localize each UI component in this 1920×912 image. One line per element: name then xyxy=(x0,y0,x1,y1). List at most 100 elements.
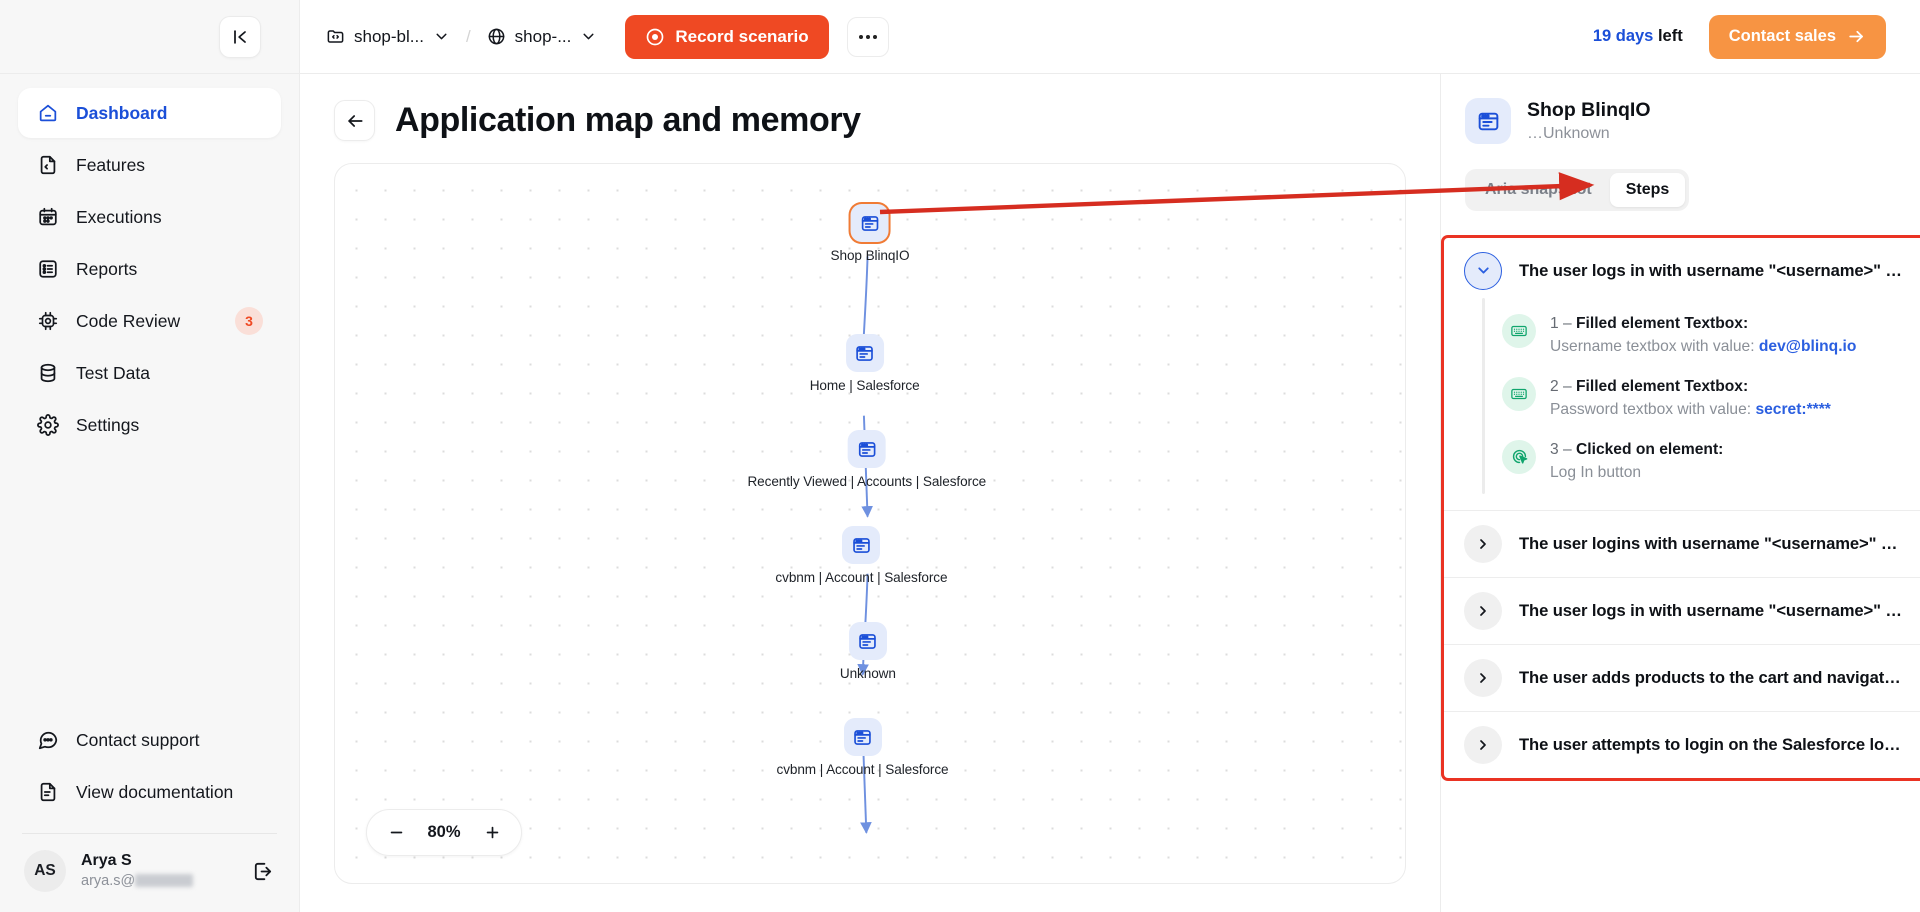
node-label: Unknown xyxy=(839,666,896,681)
step-text: 2 – Filled element Textbox: Password tex… xyxy=(1550,375,1903,422)
calendar-icon xyxy=(36,206,59,229)
step-detail-line: Username textbox with value: dev@blinq.i… xyxy=(1550,335,1903,358)
zoom-control[interactable]: 80% xyxy=(366,809,522,856)
map-node-cvbnm-account-1[interactable]: cvbnm | Account | Salesforce xyxy=(775,526,948,585)
step-value: secret:**** xyxy=(1755,401,1831,419)
scenario-rail xyxy=(1482,297,1485,495)
scenario-steps-list: The user logs in with username "<usernam… xyxy=(1441,234,1920,782)
chevron-right-icon[interactable] xyxy=(1464,525,1502,564)
step-row: 3 – Clicked on element: Log In button xyxy=(1444,430,1920,493)
sidebar-item-code-review[interactable]: Code Review 3 xyxy=(18,296,281,346)
zoom-out-button[interactable] xyxy=(386,823,406,843)
user-meta: Arya S arya.s@ xyxy=(81,850,234,891)
more-options-button[interactable] xyxy=(846,16,889,57)
step-action-line: 3 – Clicked on element: xyxy=(1550,438,1903,461)
back-button[interactable] xyxy=(334,100,375,141)
sidebar-item-reports[interactable]: Reports xyxy=(18,244,281,294)
chevron-down-icon[interactable] xyxy=(580,28,597,45)
map-node-shop-blinqio[interactable]: Shop BlinqIO xyxy=(831,204,910,263)
breadcrumb-environment[interactable]: shop-... xyxy=(487,27,598,47)
sidebar-item-features[interactable]: Features xyxy=(18,140,281,190)
status-badge: 3 xyxy=(235,307,263,335)
scenario-title: The user logins with username "<username… xyxy=(1519,534,1905,554)
details-panel-title: Shop BlinqIO xyxy=(1527,99,1651,121)
browser-window-icon xyxy=(1465,98,1511,145)
document-icon xyxy=(36,781,59,804)
browser-window-icon xyxy=(861,215,879,231)
chevron-down-icon[interactable] xyxy=(1464,251,1502,290)
scenario-header[interactable]: The user attempts to login on the Salesf… xyxy=(1444,712,1920,778)
trial-suffix: left xyxy=(1657,27,1683,45)
node-box xyxy=(847,430,886,468)
scenario-item: The user logs in with username "<usernam… xyxy=(1444,238,1920,512)
chevron-down-icon[interactable] xyxy=(433,28,450,45)
details-panel-tabs: Aria snapshot Steps xyxy=(1465,168,1690,211)
node-label: Shop BlinqIO xyxy=(830,248,910,263)
page-header: Application map and memory xyxy=(334,100,1406,141)
node-label: cvbnm | Account | Salesforce xyxy=(775,570,948,585)
record-scenario-button[interactable]: Record scenario xyxy=(625,14,829,59)
scenario-header[interactable]: The user logs in with username "<usernam… xyxy=(1444,578,1920,644)
contact-sales-button[interactable]: Contact sales xyxy=(1708,14,1886,59)
scenario-title: The user logs in with username "<usernam… xyxy=(1519,260,1902,280)
scenario-header[interactable]: The user logs in with username "<usernam… xyxy=(1444,238,1920,304)
map-node-home-salesforce[interactable]: Home | Salesforce xyxy=(810,334,920,393)
step-number: 1 – xyxy=(1550,314,1572,332)
browser-window-icon xyxy=(854,729,871,745)
collapse-sidebar-button[interactable] xyxy=(219,15,261,58)
click-target-icon xyxy=(1502,439,1536,474)
map-node-cvbnm-account-2[interactable]: cvbnm | Account | Salesforce xyxy=(776,718,949,777)
ellipsis-icon xyxy=(865,34,870,39)
user-profile-row[interactable]: AS Arya S arya.s@ xyxy=(0,834,299,912)
tab-steps[interactable]: Steps xyxy=(1609,172,1686,207)
tab-aria-snapshot[interactable]: Aria snapshot xyxy=(1485,180,1592,198)
collapse-sidebar-icon xyxy=(234,29,246,44)
gear-icon xyxy=(36,414,59,437)
home-icon xyxy=(36,102,59,125)
chevron-right-icon[interactable] xyxy=(1464,592,1502,631)
sidebar-item-label: View documentation xyxy=(76,781,234,802)
chevron-right-icon[interactable] xyxy=(1464,726,1502,765)
step-action-line: 1 – Filled element Textbox: xyxy=(1550,312,1903,335)
sidebar-item-label: Reports xyxy=(76,258,138,279)
top-bar: shop-bl... / shop-... Record scenario xyxy=(0,0,1920,74)
scenario-body: 1 – Filled element Textbox: Username tex… xyxy=(1444,297,1920,510)
node-box xyxy=(848,622,887,660)
contact-sales-label: Contact sales xyxy=(1728,27,1836,45)
scenario-title: The user attempts to login on the Salesf… xyxy=(1519,735,1901,755)
details-panel-subtitle: …Unknown xyxy=(1527,125,1610,143)
sidebar-item-dashboard[interactable]: Dashboard xyxy=(18,88,281,138)
folder-code-icon xyxy=(327,30,344,43)
scenario-header[interactable]: The user logins with username "<username… xyxy=(1444,511,1920,577)
user-email-redacted xyxy=(135,874,194,888)
map-node-unknown[interactable]: Unknown xyxy=(840,622,896,681)
user-email-prefix: arya.s@ xyxy=(81,873,136,890)
sidebar-nav: Dashboard Features Executions Reports xyxy=(0,88,299,450)
body-region: Dashboard Features Executions Reports xyxy=(0,74,1920,912)
breadcrumb-project[interactable]: shop-bl... xyxy=(326,27,450,47)
sidebar-item-label: Executions xyxy=(76,206,162,227)
arrow-right-icon xyxy=(1849,30,1863,43)
step-text: 3 – Clicked on element: Log In button xyxy=(1550,438,1903,485)
sidebar-item-contact-support[interactable]: Contact support xyxy=(18,715,281,765)
chevron-right-icon[interactable] xyxy=(1464,659,1502,698)
scenario-item: The user adds products to the cart and n… xyxy=(1444,645,1920,713)
application-map-canvas[interactable]: Shop BlinqIO Home | Salesforce Recently … xyxy=(334,163,1406,884)
sidebar-item-test-data[interactable]: Test Data xyxy=(18,348,281,398)
logout-button[interactable] xyxy=(249,858,275,884)
scenario-item: The user logins with username "<username… xyxy=(1444,511,1920,579)
map-node-recently-viewed-accounts[interactable]: Recently Viewed | Accounts | Salesforce xyxy=(747,430,986,489)
globe-icon xyxy=(488,28,505,45)
sidebar-item-executions[interactable]: Executions xyxy=(18,192,281,242)
minus-icon xyxy=(390,831,402,834)
sidebar-footer-nav: Contact support View documentation xyxy=(0,715,299,823)
step-number: 3 – xyxy=(1550,440,1572,458)
zoom-in-button[interactable] xyxy=(482,823,502,843)
step-detail: Password textbox with value: xyxy=(1550,401,1752,419)
sidebar-item-settings[interactable]: Settings xyxy=(18,400,281,450)
browser-window-icon xyxy=(856,345,873,361)
logout-icon xyxy=(254,862,271,880)
sidebar-item-view-documentation[interactable]: View documentation xyxy=(18,767,281,817)
step-row: 2 – Filled element Textbox: Password tex… xyxy=(1444,367,1920,430)
scenario-header[interactable]: The user adds products to the cart and n… xyxy=(1444,645,1920,711)
